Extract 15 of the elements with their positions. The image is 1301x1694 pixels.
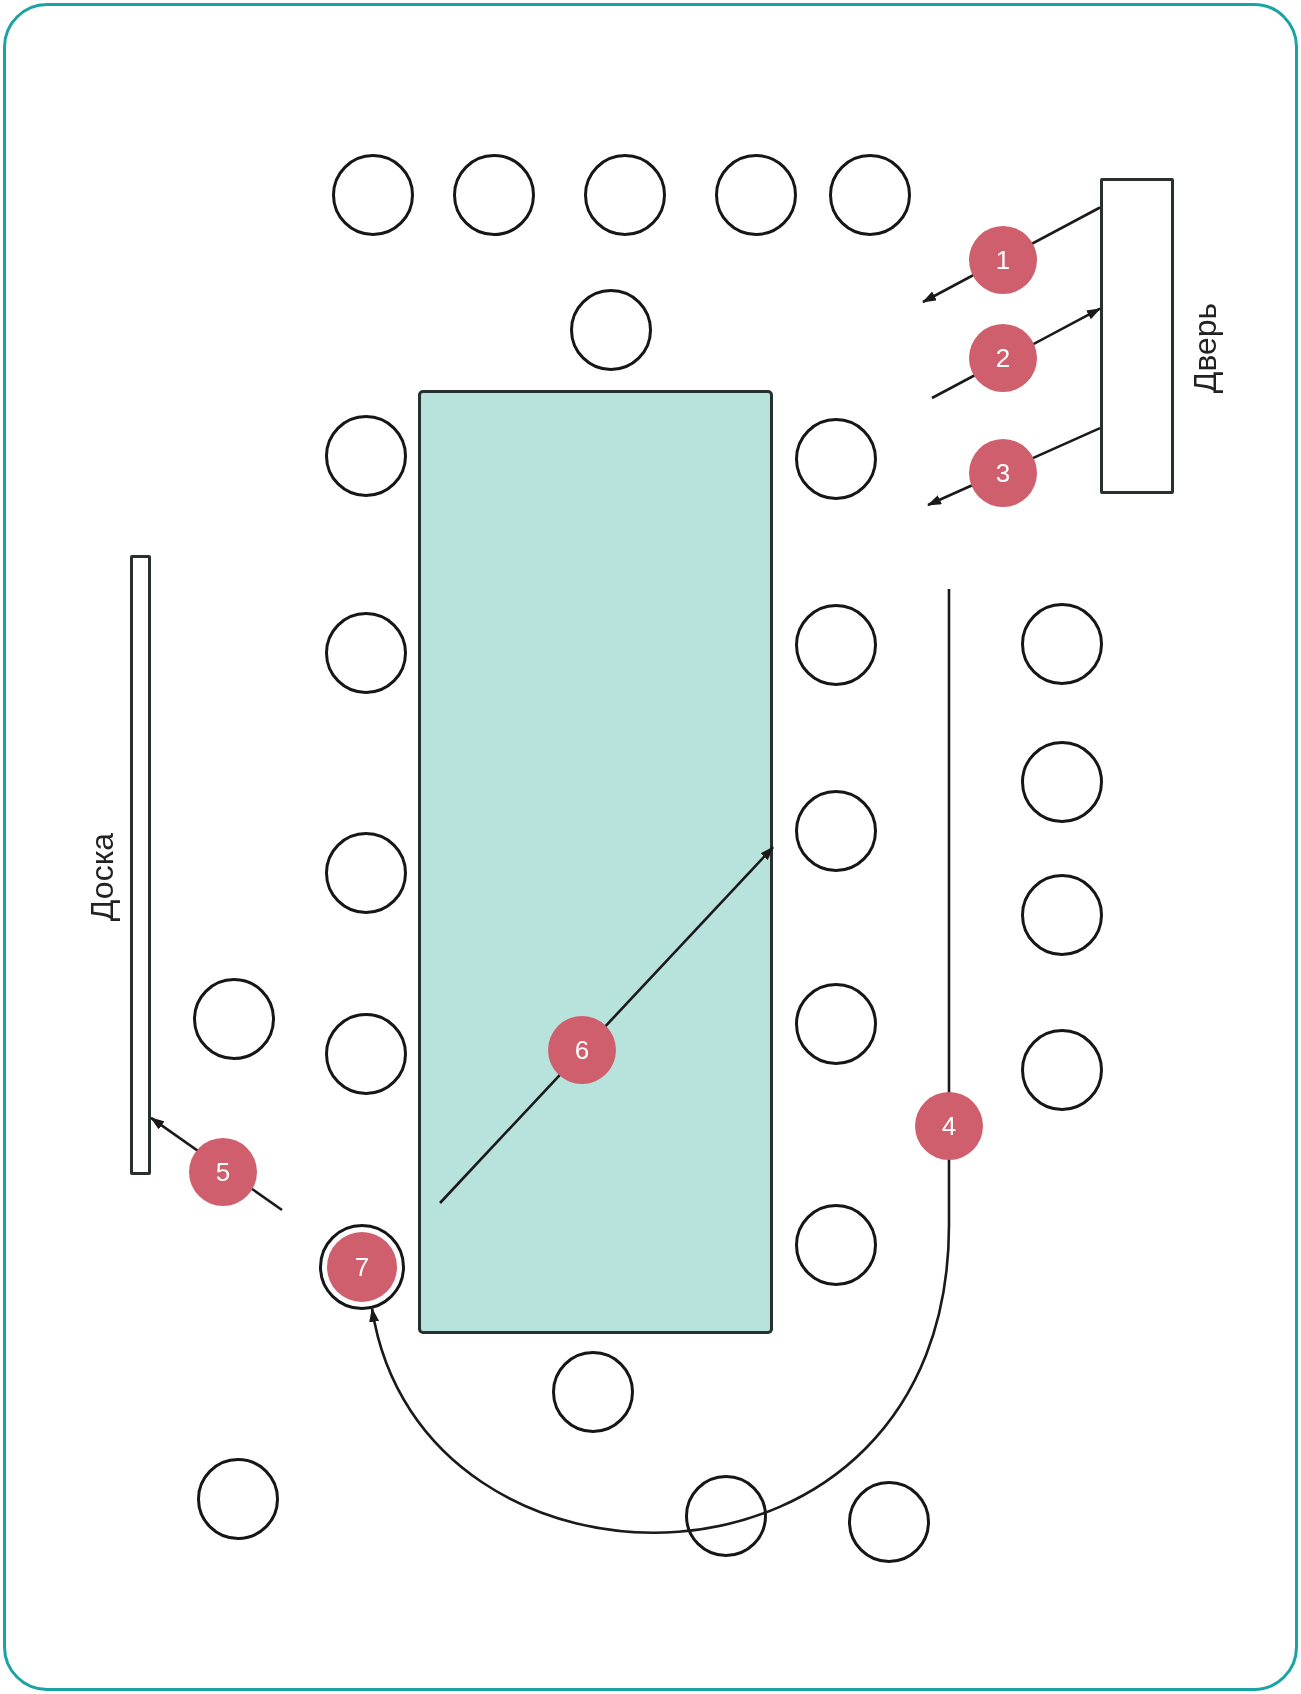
arrow	[439, 846, 774, 1204]
arrow	[927, 426, 1101, 507]
step-number: 1	[969, 226, 1037, 294]
board-label: Доска	[84, 832, 120, 922]
step-number: 7	[327, 1232, 397, 1302]
arrow	[150, 1116, 283, 1212]
step-number: 3	[969, 439, 1037, 507]
curved-arrow	[370, 589, 951, 1533]
arrow	[931, 307, 1101, 400]
step-number: 2	[969, 324, 1037, 392]
step-number: 5	[189, 1138, 257, 1206]
table	[418, 390, 773, 1334]
door-label: Дверь	[1188, 302, 1224, 394]
step-number: 4	[915, 1092, 983, 1160]
arrow	[922, 206, 1101, 304]
